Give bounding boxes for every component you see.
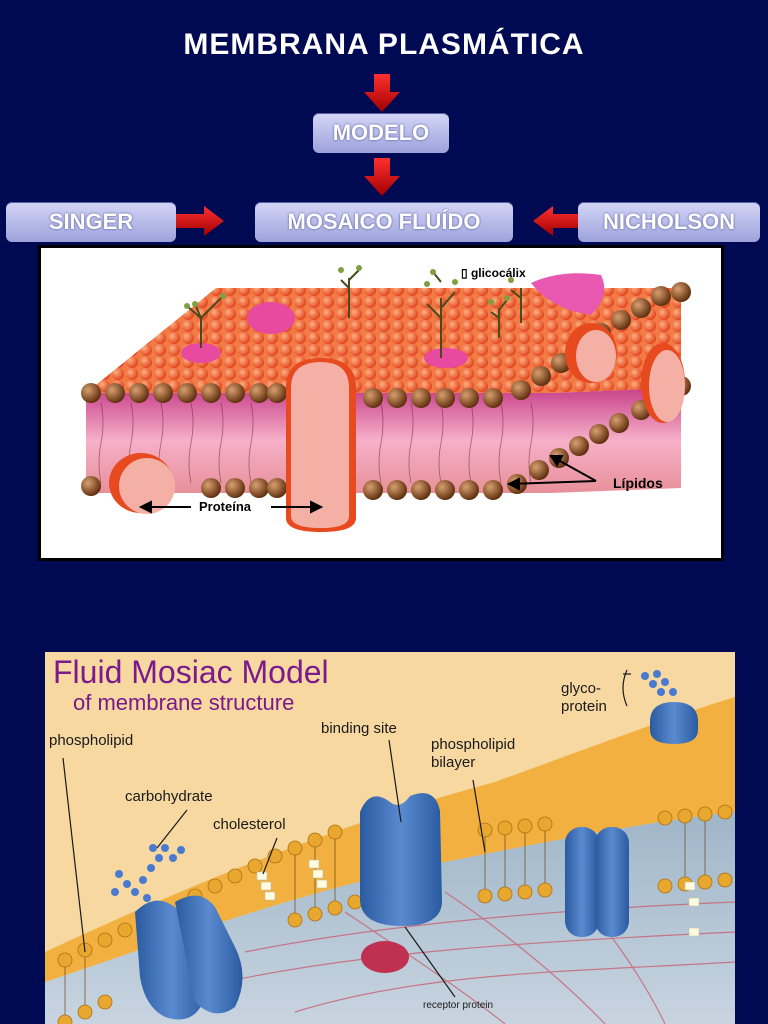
phospholipid-bilayer-label: phospholipid bilayer bbox=[431, 736, 515, 772]
fluid-mosaic-illustration bbox=[45, 669, 735, 1024]
protein-shapes bbox=[109, 273, 685, 532]
page-title: MEMBRANA PLASMÁTICA bbox=[183, 28, 585, 61]
glycoprotein-label: glyco- protein bbox=[561, 680, 607, 716]
membrane-illustration bbox=[81, 265, 691, 532]
carbohydrate-label: carbohydrate bbox=[125, 788, 213, 805]
arrow-down-icon bbox=[364, 158, 400, 196]
nicholson-box: NICHOLSON bbox=[578, 202, 760, 242]
cholesterol-label: cholesterol bbox=[213, 816, 286, 833]
membrane-diagram: ▯ glicocálix Lípidos Proteína bbox=[38, 245, 724, 561]
fluid-mosaic-title: Fluid Mosiac Model bbox=[53, 654, 329, 690]
lipidos-label: Lípidos bbox=[613, 475, 663, 491]
proteina-label: Proteína bbox=[199, 499, 252, 514]
glicocalix-label: ▯ glicocálix bbox=[461, 266, 526, 280]
mosaico-fluido-box: MOSAICO FLUÍDO bbox=[255, 202, 513, 242]
fluid-mosaic-subtitle: of membrane structure bbox=[73, 690, 295, 715]
bilayer-line1: phospholipid bbox=[431, 736, 516, 753]
fluid-mosaic-diagram: Fluid Mosiac Model of membrane structure… bbox=[45, 652, 735, 1024]
bilayer-line2: bilayer bbox=[431, 754, 476, 771]
arrow-down-icon bbox=[364, 74, 400, 112]
phospholipid-label: phospholipid bbox=[49, 732, 134, 749]
singer-box: SINGER bbox=[6, 202, 176, 242]
receptor-protein-label: receptor protein bbox=[423, 1000, 494, 1011]
binding-site-label: binding site bbox=[321, 720, 397, 737]
arrow-left-icon bbox=[533, 206, 579, 236]
glyco-line2: protein bbox=[561, 698, 607, 715]
glyco-line1: glyco- bbox=[561, 680, 602, 697]
modelo-box: MODELO bbox=[313, 113, 449, 153]
arrow-right-icon bbox=[176, 206, 224, 236]
